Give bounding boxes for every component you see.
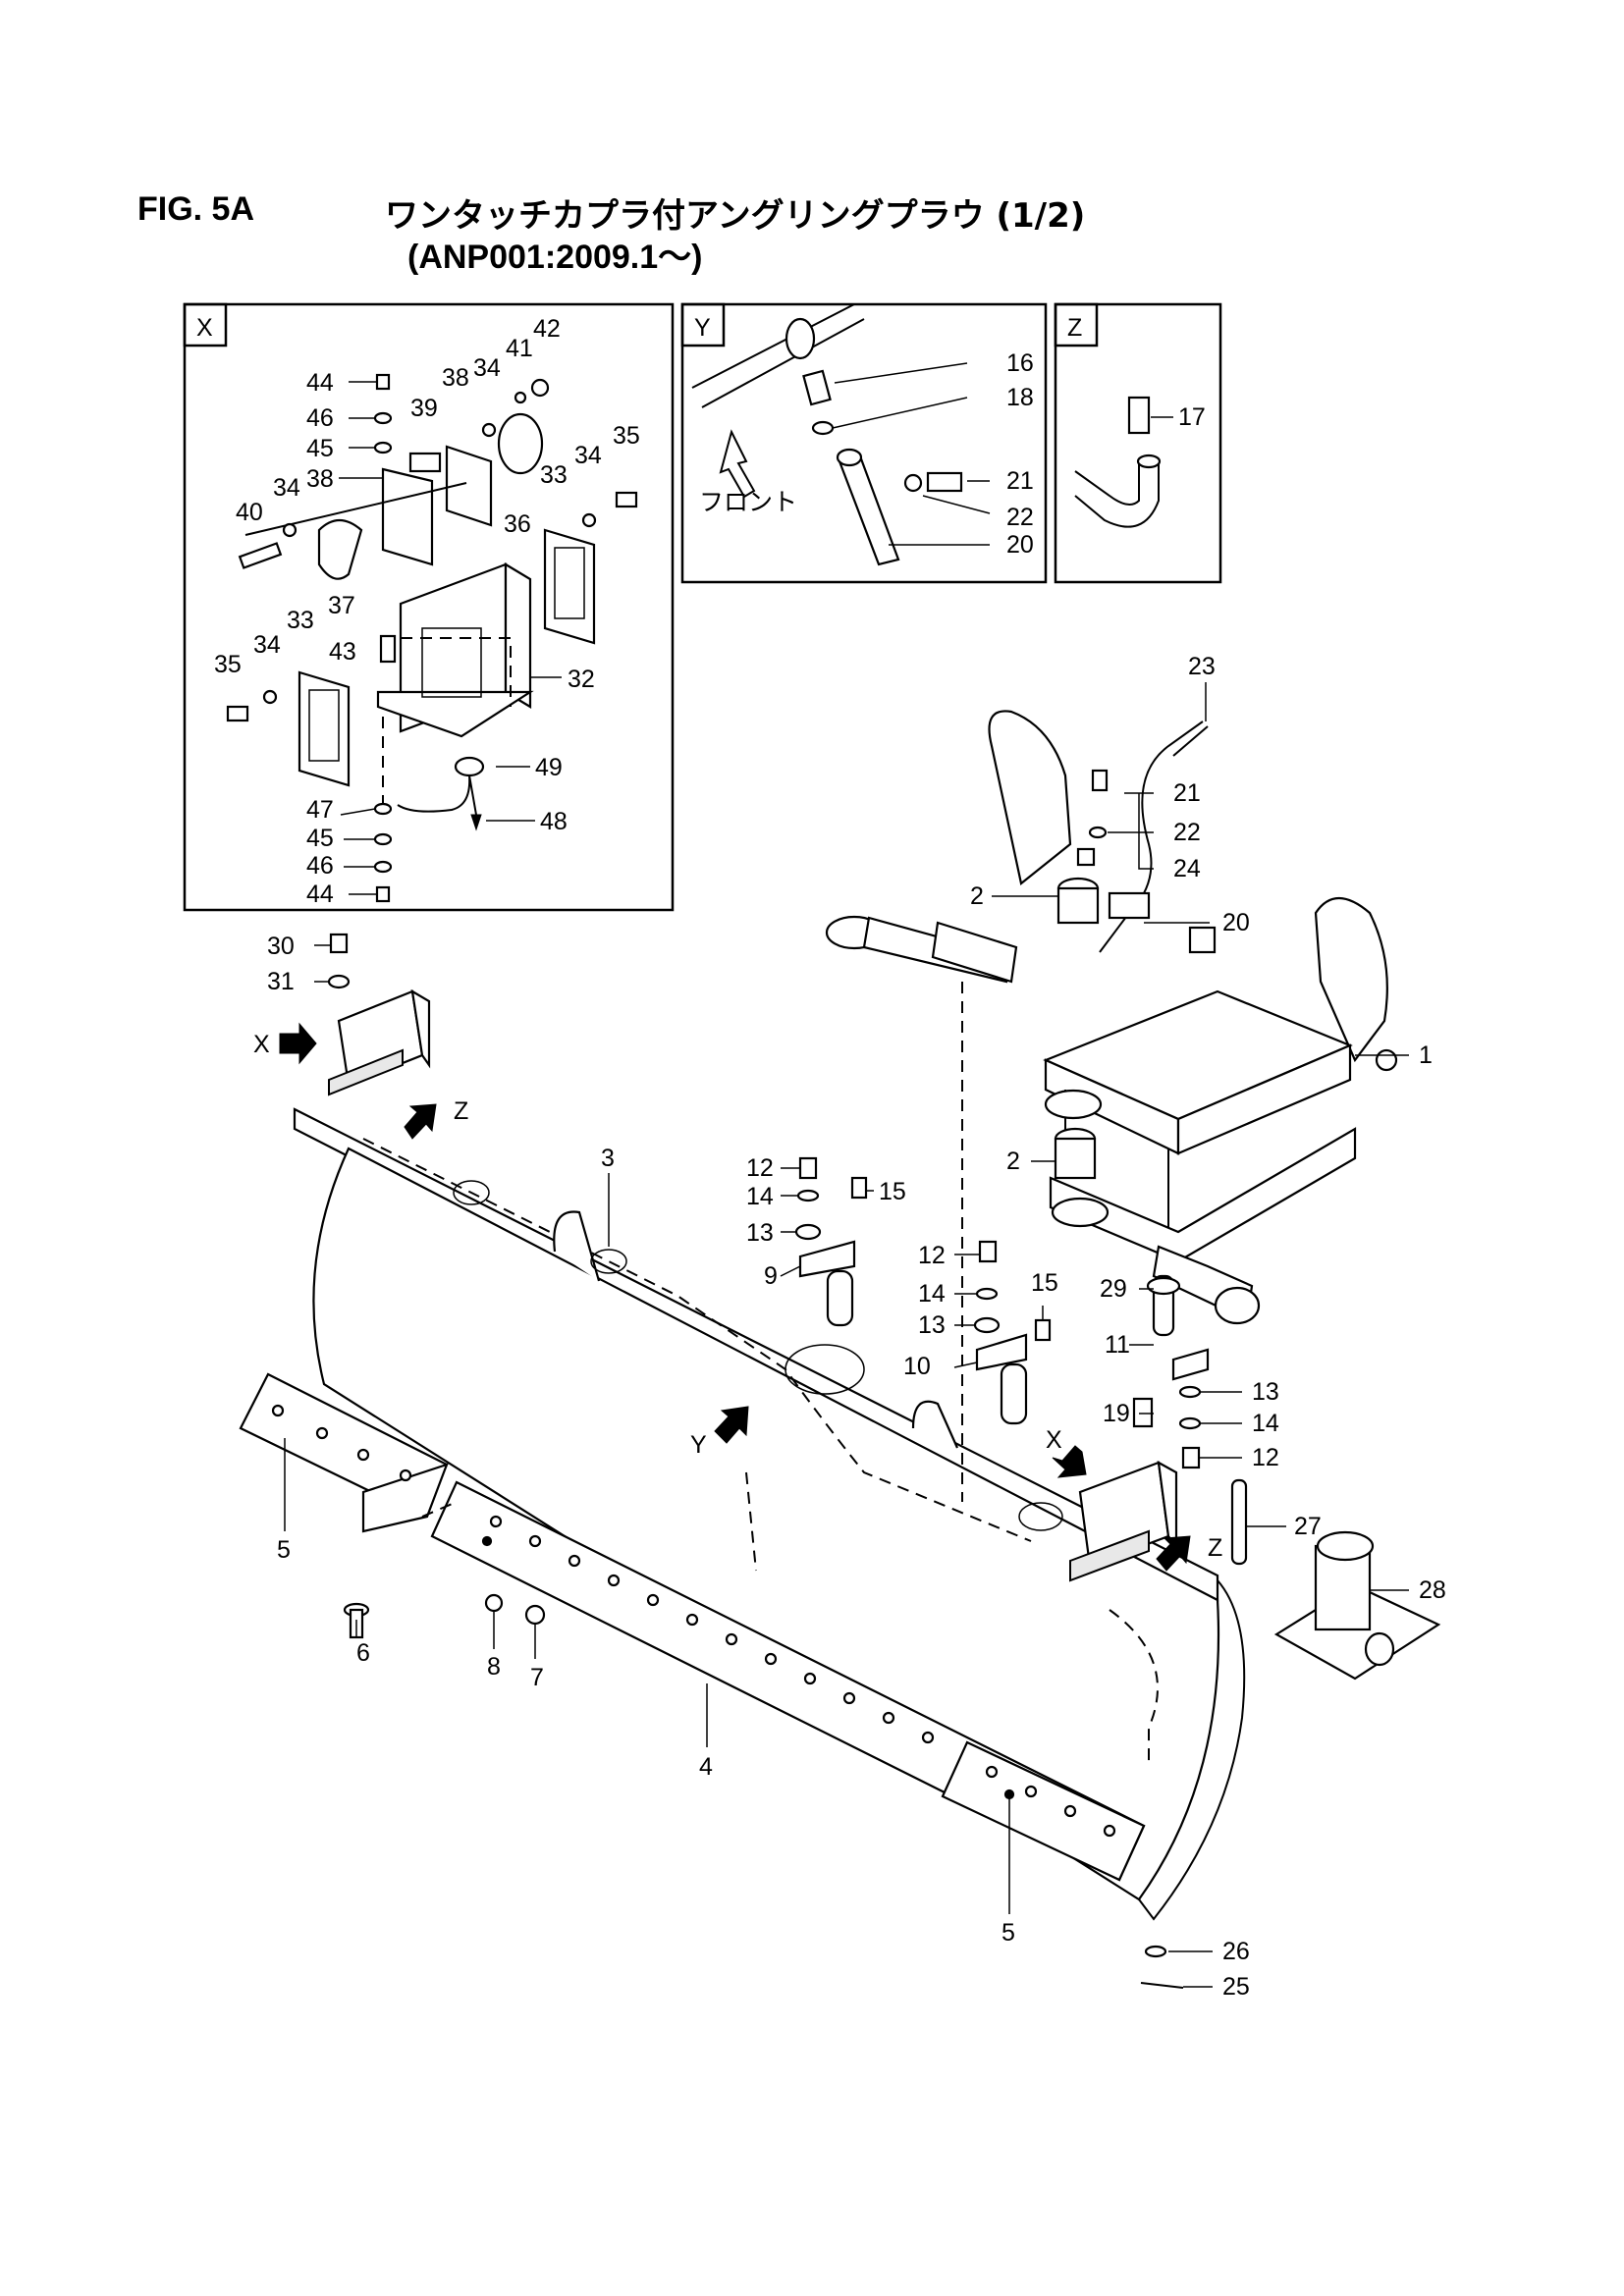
callout-46: 46: [306, 852, 334, 880]
callout-25: 25: [1222, 1973, 1250, 2001]
callout-4: 4: [699, 1753, 713, 1781]
main-leaders: [284, 682, 1409, 1988]
callout-13: 13: [1252, 1378, 1279, 1406]
callout-37: 37: [328, 592, 355, 619]
callout-12: 12: [918, 1242, 946, 1269]
cutting-edge-drawing: [239, 1372, 1146, 1882]
callout-20: 20: [1222, 909, 1250, 936]
callout-34: 34: [473, 354, 501, 382]
front-direction-label: フロント: [699, 489, 797, 516]
callout-35: 35: [613, 422, 640, 450]
pins-hardware-drawing: [327, 933, 1441, 1989]
callout-43: 43: [329, 638, 356, 666]
callout-38: 38: [442, 364, 469, 392]
callout-31: 31: [267, 968, 295, 995]
callout-28: 28: [1419, 1576, 1446, 1604]
callout-16: 16: [1006, 349, 1034, 377]
callout-21: 21: [1173, 779, 1201, 807]
callout-34: 34: [574, 442, 602, 469]
callout-36: 36: [504, 510, 531, 538]
callout-38: 38: [306, 465, 334, 493]
figure-subtitle: (ANP001:2009.1～): [407, 239, 703, 276]
callout-47: 47: [306, 796, 334, 824]
inset-x-lamp-assembly: X: [183, 302, 675, 912]
callout-14: 14: [746, 1183, 774, 1210]
inset-z-fitting-detail: Z 17: [1054, 302, 1222, 584]
callout-30: 30: [267, 933, 295, 960]
callout-18: 18: [1006, 384, 1034, 411]
view-marker-x-right: X: [1046, 1426, 1062, 1454]
view-arrows: [279, 1022, 1191, 1572]
callout-12: 12: [1252, 1444, 1279, 1471]
inset-y-label: Y: [694, 314, 711, 342]
callout-45: 45: [306, 435, 334, 462]
callout-9: 9: [764, 1262, 778, 1290]
callout-1: 1: [1419, 1041, 1433, 1069]
view-marker-z-left: Z: [454, 1097, 468, 1125]
callout-34: 34: [273, 474, 300, 502]
callout-2: 2: [1006, 1148, 1020, 1175]
callout-27: 27: [1294, 1513, 1322, 1540]
callout-44: 44: [306, 881, 334, 908]
callout-17: 17: [1178, 403, 1206, 431]
callout-39: 39: [410, 395, 438, 422]
callout-3: 3: [601, 1145, 615, 1172]
blade-lamps-drawing: [328, 988, 1178, 1582]
callout-42: 42: [533, 315, 561, 343]
callout-10: 10: [903, 1353, 931, 1380]
inset-z-label: Z: [1067, 314, 1082, 342]
inset-y-hose-detail: Y フロント 16 18 21 22 20: [680, 302, 1048, 584]
callout-29: 29: [1100, 1275, 1127, 1303]
callout-34: 34: [253, 631, 281, 659]
callout-35: 35: [214, 651, 242, 678]
callout-20: 20: [1006, 531, 1034, 559]
callout-6: 6: [356, 1639, 370, 1667]
callout-33: 33: [540, 461, 568, 489]
callout-32: 32: [568, 666, 595, 693]
callout-22: 22: [1173, 819, 1201, 846]
callout-46: 46: [306, 404, 334, 432]
inset-x-leaders: [339, 381, 562, 895]
lamp-housing-drawing: [376, 562, 534, 738]
callout-44: 44: [306, 369, 334, 397]
callout-41: 41: [506, 335, 533, 362]
inset-x-label: X: [196, 314, 213, 342]
callout-26: 26: [1222, 1938, 1250, 1965]
view-marker-z-right: Z: [1208, 1534, 1222, 1562]
callout-45: 45: [306, 825, 334, 852]
callout-23: 23: [1188, 653, 1216, 680]
callout-24: 24: [1173, 855, 1201, 882]
callout-15: 15: [1031, 1269, 1058, 1297]
blade-drawing: [293, 982, 1246, 1921]
callout-15: 15: [879, 1178, 906, 1205]
callout-19: 19: [1103, 1400, 1130, 1427]
callout-7: 7: [530, 1664, 544, 1691]
callout-14: 14: [1252, 1410, 1279, 1437]
callout-22: 22: [1006, 504, 1034, 531]
callout-5: 5: [1001, 1919, 1015, 1947]
callout-14: 14: [918, 1280, 946, 1308]
callout-11: 11: [1105, 1331, 1130, 1359]
callout-33: 33: [287, 607, 314, 634]
callout-13: 13: [918, 1311, 946, 1339]
figure-number: FIG. 5A: [137, 190, 255, 228]
callout-13: 13: [746, 1219, 774, 1247]
callout-48: 48: [540, 808, 568, 835]
figure-title: ワンタッチカプラ付アングリングプラウ (1/2): [385, 196, 1086, 236]
callout-5: 5: [277, 1536, 291, 1564]
callout-8: 8: [487, 1653, 501, 1681]
view-marker-x-left: X: [253, 1031, 270, 1058]
callout-21: 21: [1006, 467, 1034, 495]
coupler-frame-drawing: [825, 710, 1398, 1325]
callout-49: 49: [535, 754, 563, 781]
callout-2: 2: [970, 882, 984, 910]
view-marker-y: Y: [690, 1431, 707, 1459]
callout-12: 12: [746, 1154, 774, 1182]
callout-40: 40: [236, 499, 263, 526]
main-plow-assembly: X Z X Z Y: [239, 653, 1446, 2001]
